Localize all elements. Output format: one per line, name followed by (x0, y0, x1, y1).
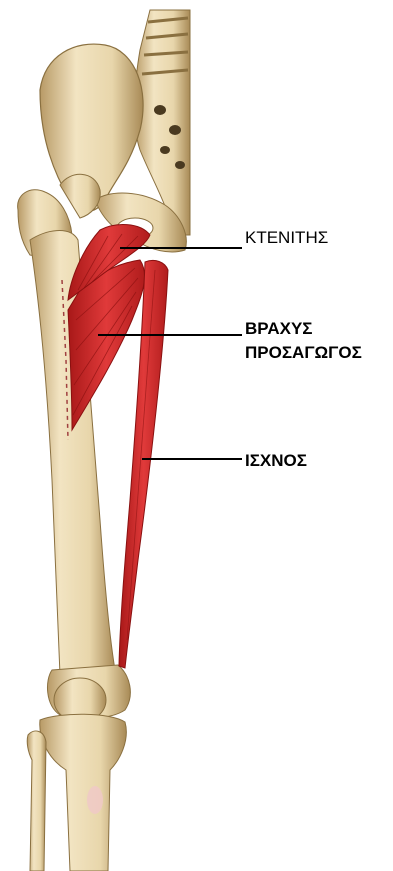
pectineus-leader-line (150, 247, 242, 249)
adductor-brevis-leader-line (150, 334, 242, 336)
gracilis-leader-line (150, 458, 242, 460)
adductor-brevis-label-line1: ΒΡΑΧΥΣ (245, 318, 313, 339)
gracilis-label: ΙΣΧΝΟΣ (245, 450, 307, 471)
fibula-bone (27, 731, 46, 871)
adductor-brevis-label-line2: ΠΡΟΣΑΓΩΓΟΣ (245, 342, 362, 363)
pectineus-label: ΚΤΕΝΙΤΗΣ (245, 227, 328, 248)
tibia-bone (40, 714, 127, 871)
